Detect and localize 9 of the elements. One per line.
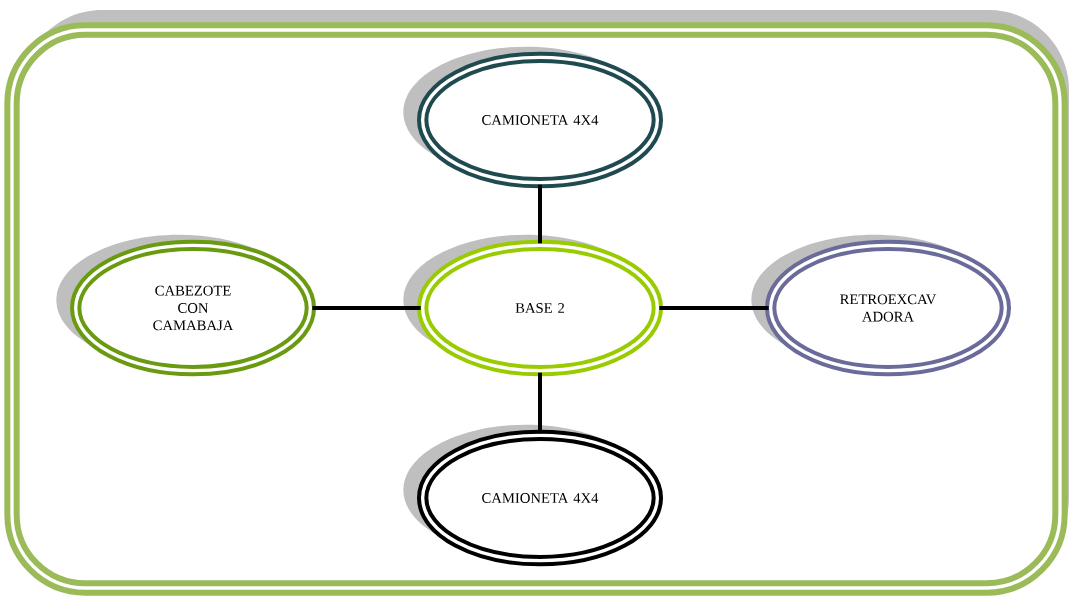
ellipse-node: CAMIONETA 4X4 <box>403 46 663 189</box>
connector-line <box>312 306 421 310</box>
connector-line <box>538 372 542 434</box>
ellipse-node: CAMIONETA 4X4 <box>403 424 663 567</box>
ellipse-node: CABEZOTE CON CAMABAJA <box>56 234 316 377</box>
ellipse-node: RETROEXCAV ADORA <box>751 234 1011 377</box>
ellipse-node: BASE 2 <box>403 234 663 377</box>
connector-line <box>538 184 542 244</box>
connector-line <box>659 306 769 310</box>
